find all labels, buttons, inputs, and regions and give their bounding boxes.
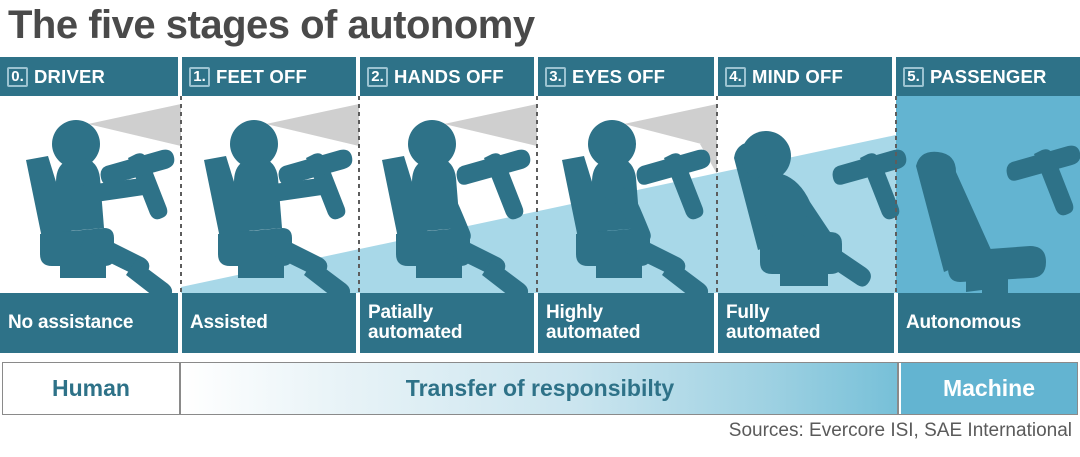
stage-header-5[interactable]: 5. PASSENGER <box>896 57 1080 96</box>
stage-number-badge-3: 3. <box>545 66 566 87</box>
responsibility-human-label: Human <box>52 375 130 401</box>
stage-label-5: Autonomous <box>906 312 1022 333</box>
vision-cone-1 <box>266 104 359 146</box>
stage-header-label-4: MIND OFF <box>752 65 844 87</box>
stage-label-cell-0[interactable]: No assistance <box>0 293 180 353</box>
illustration-band <box>0 96 1080 293</box>
stage-label-cell-5[interactable]: Autonomous <box>896 293 1080 353</box>
stage-header-label-3: EYES OFF <box>572 65 666 87</box>
stage-header-0[interactable]: 0. DRIVER <box>0 57 178 96</box>
panel-divider-0 <box>180 96 182 293</box>
stage-label-3-line2: automated <box>546 322 641 343</box>
stage-label-row: No assistance Assisted Patially automate… <box>0 293 1080 353</box>
stage-number-badge-5: 5. <box>903 66 924 87</box>
stage-header-label-1: FEET OFF <box>216 65 308 87</box>
stage-label-4: Fully automated <box>726 303 820 343</box>
stage-label-4-line1: Fully <box>726 302 770 323</box>
stages-illustration-svg <box>26 96 1080 293</box>
vision-cone-0 <box>88 104 181 146</box>
stage-label-cell-1[interactable]: Assisted <box>180 293 358 353</box>
stage-label-4-line2: automated <box>726 322 821 343</box>
stage-header-4[interactable]: 4. MIND OFF <box>718 57 892 96</box>
responsibility-machine-segment: Machine <box>901 363 1077 414</box>
vision-cone-3 <box>624 104 717 148</box>
stage-label-2-line1: Patially <box>368 302 433 323</box>
stage-number-badge-4: 4. <box>725 66 746 87</box>
stage-header-row: 0. DRIVER 1. FEET OFF 2. HANDS OFF 3. EY… <box>0 57 1080 96</box>
stage-header-label-0: DRIVER <box>34 65 106 87</box>
steering-wheel-2 <box>456 149 531 220</box>
stage-header-1[interactable]: 1. FEET OFF <box>182 57 356 96</box>
stage-label-cell-2[interactable]: Patially automated <box>358 293 536 353</box>
responsibility-transfer-segment: Transfer of responsibilty <box>183 363 899 414</box>
stage-number-badge-2: 2. <box>367 66 388 87</box>
stage-number-badge-1: 1. <box>189 66 210 87</box>
stage-header-label-2: HANDS OFF <box>394 65 504 87</box>
panel-divider-2 <box>536 96 538 293</box>
panel-divider-3 <box>716 96 718 293</box>
panel-divider-4 <box>895 96 897 293</box>
vision-cone-2 <box>444 104 537 146</box>
stage-header-2[interactable]: 2. HANDS OFF <box>360 57 534 96</box>
responsibility-bar: Human Transfer of responsibilty Machine <box>2 362 1078 415</box>
panel-divider-1 <box>358 96 360 293</box>
stage-label-cell-4[interactable]: Fully automated <box>716 293 896 353</box>
stage-label-2: Patially automated <box>368 303 462 343</box>
responsibility-machine-label: Machine <box>942 375 1036 401</box>
page-title: The five stages of autonomy <box>8 3 535 47</box>
stage-label-2-line2: automated <box>368 322 463 343</box>
responsibility-human-segment: Human <box>3 363 181 414</box>
stage-header-3[interactable]: 3. EYES OFF <box>538 57 714 96</box>
stage-number-badge-0: 0. <box>7 66 28 87</box>
stage-label-1: Assisted <box>190 312 268 333</box>
source-attribution: Sources: Evercore ISI, SAE International <box>728 420 1072 441</box>
stage-label-cell-3[interactable]: Highly automated <box>536 293 716 353</box>
stage-label-3-line1: Highly <box>546 302 603 323</box>
stage-label-0: No assistance <box>8 312 134 333</box>
stage-label-3: Highly automated <box>546 303 640 343</box>
stage-header-label-5: PASSENGER <box>930 65 1047 87</box>
responsibility-transfer-label: Transfer of responsibilty <box>405 375 675 401</box>
